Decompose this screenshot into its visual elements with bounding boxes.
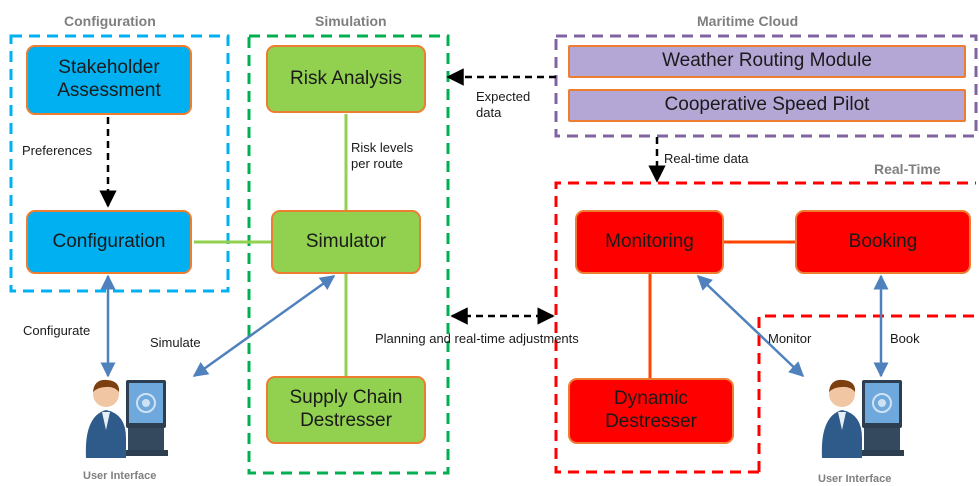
monitoring-label: Monitoring bbox=[605, 230, 694, 252]
maritime-cloud-group-frame bbox=[554, 34, 978, 138]
real-time-group-frame bbox=[554, 181, 759, 474]
supply-chain-destresser-label: Supply Chain Destresser bbox=[289, 387, 403, 431]
configuration-box: Configuration bbox=[26, 210, 192, 274]
user-interface-label-right: User Interface bbox=[818, 473, 892, 485]
stakeholder-assessment-label: Stakeholder Assessment bbox=[57, 57, 161, 101]
simulation-group-frame bbox=[247, 34, 450, 475]
configurate-label: Configurate bbox=[23, 323, 91, 338]
user-at-computer-icon bbox=[821, 379, 904, 458]
cooperative-speed-pilot-box: Cooperative Speed Pilot bbox=[568, 89, 966, 122]
cooperative-speed-pilot-label: Cooperative Speed Pilot bbox=[664, 94, 870, 116]
simulate-arrow bbox=[192, 274, 336, 378]
user-at-computer-icon bbox=[85, 379, 168, 458]
simulate-label: Simulate bbox=[150, 335, 201, 350]
stakeholder-assessment-box: Stakeholder Assessment bbox=[26, 45, 192, 115]
expected-data-label: Expected data bbox=[476, 89, 531, 121]
risk-analysis-box: Risk Analysis bbox=[266, 45, 426, 113]
configuration-group-title: Configuration bbox=[64, 13, 156, 29]
real-time-group-title: Real-Time bbox=[874, 161, 941, 177]
monitoring-box: Monitoring bbox=[575, 210, 724, 274]
monitor-label: Monitor bbox=[768, 331, 812, 346]
book-label: Book bbox=[890, 331, 920, 346]
weather-routing-module-label: Weather Routing Module bbox=[662, 50, 872, 72]
user-interface-label-left: User Interface bbox=[83, 470, 157, 482]
planning-adjustments-label: Planning and real-time adjustments bbox=[375, 331, 579, 346]
dynamic-destresser-box: Dynamic Destresser bbox=[568, 378, 734, 444]
simulation-group-title: Simulation bbox=[315, 13, 387, 29]
preferences-label: Preferences bbox=[22, 143, 93, 158]
simulator-box: Simulator bbox=[271, 210, 421, 274]
simulator-label: Simulator bbox=[305, 230, 387, 252]
booking-box: Booking bbox=[795, 210, 971, 274]
booking-label: Booking bbox=[848, 230, 918, 252]
monitor-arrow bbox=[696, 274, 805, 378]
configuration-group-frame bbox=[9, 34, 230, 293]
risk-analysis-label: Risk Analysis bbox=[290, 67, 402, 89]
weather-routing-module-box: Weather Routing Module bbox=[568, 45, 966, 78]
realtime-data-label: Real-time data bbox=[664, 151, 749, 166]
maritime-cloud-group-title: Maritime Cloud bbox=[697, 13, 799, 29]
supply-chain-destresser-box: Supply Chain Destresser bbox=[266, 376, 426, 444]
configuration-label: Configuration bbox=[52, 230, 166, 252]
dynamic-destresser-label: Dynamic Destresser bbox=[605, 388, 697, 432]
risk-levels-label: Risk levels per route bbox=[351, 140, 414, 172]
